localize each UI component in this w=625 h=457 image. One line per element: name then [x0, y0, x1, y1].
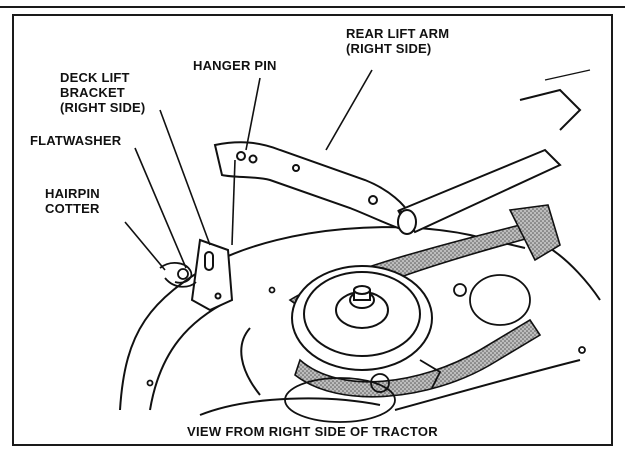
leader-flatwasher	[134, 147, 187, 269]
hairpin-cotter	[159, 262, 197, 288]
figure-caption: VIEW FROM RIGHT SIDE OF TRACTOR	[187, 424, 438, 439]
label-hairpin-cotter-line2: COTTER	[45, 201, 100, 216]
label-rear-lift-arm-line1: REAR LIFT ARM	[346, 26, 450, 41]
leader-lines	[124, 69, 373, 271]
label-hairpin-cotter-line1: HAIRPIN	[45, 186, 100, 201]
rear-lift-arm	[213, 141, 411, 234]
leader-bracket-post	[231, 159, 236, 246]
lift-rod	[397, 69, 591, 235]
leader-hanger-pin	[245, 77, 261, 151]
deck-lift-bracket	[190, 238, 234, 312]
label-hanger-pin: HANGER PIN	[193, 58, 277, 73]
leader-hairpin-cotter	[124, 221, 166, 271]
label-flatwasher: FLATWASHER	[30, 133, 122, 148]
top-rule	[0, 6, 625, 8]
deck-pulley	[291, 265, 433, 371]
leader-deck-lift-bracket	[159, 109, 211, 246]
label-deck-lift-bracket-line2: BRACKET	[60, 85, 125, 100]
leader-rear-lift-arm	[325, 69, 373, 151]
label-deck-lift-bracket-line1: DECK LIFT	[60, 70, 130, 85]
label-rear-lift-arm-line2: (RIGHT SIDE)	[346, 41, 432, 56]
label-deck-lift-bracket-line3: (RIGHT SIDE)	[60, 100, 146, 115]
spindle-housing	[146, 274, 586, 423]
